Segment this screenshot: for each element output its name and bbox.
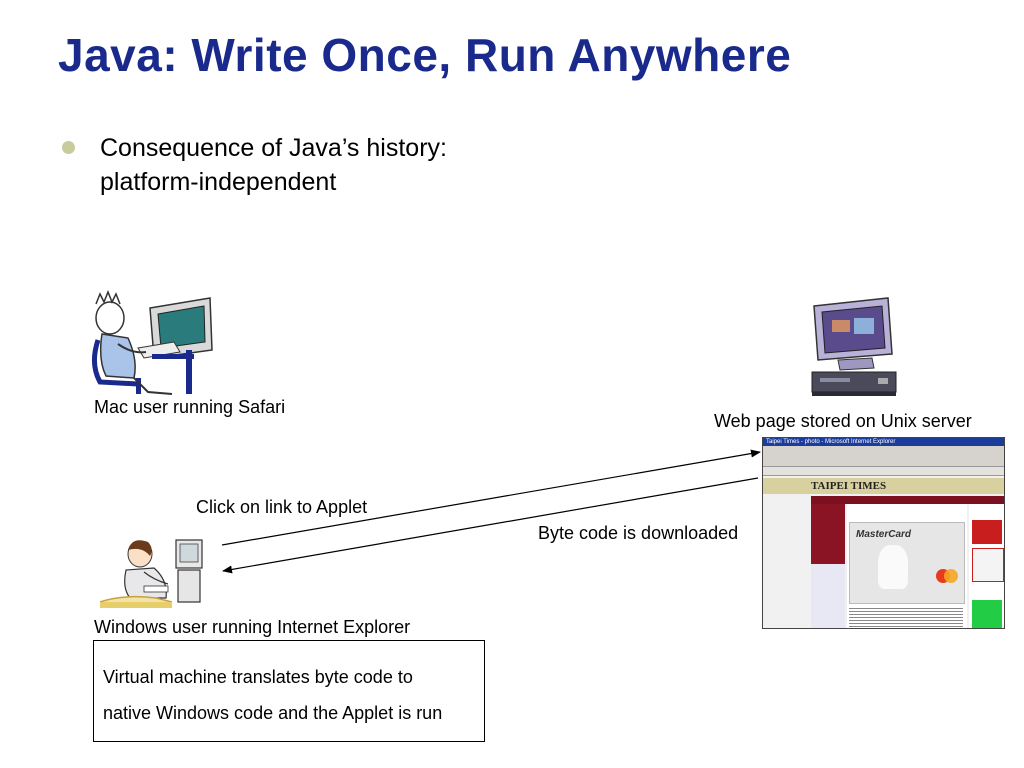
windows-user-icon	[99, 539, 203, 608]
vm-explanation-box: Virtual machine translates byte code to …	[93, 640, 485, 742]
site-sidebar-lower	[811, 564, 845, 628]
article-text	[849, 606, 963, 628]
mac-user-label: Mac user running Safari	[94, 397, 286, 417]
dog-photo	[878, 545, 908, 589]
slide-title: Java: Write Once, Run Anywhere	[58, 29, 792, 81]
bullet-text: Consequence of Java’s history: platform-…	[100, 134, 447, 196]
mastercard-photo: MasterCard	[849, 522, 965, 604]
browser-titlebar: Taipei Times - photo - Microsoft Interne…	[763, 438, 1004, 446]
site-logo: TAIPEI TIMES	[811, 480, 887, 492]
mastercard-logo	[936, 569, 958, 583]
unix-server-icon	[811, 297, 897, 396]
site-sidebar	[811, 504, 845, 564]
arrow-download	[222, 477, 759, 574]
windows-user-label: Windows user running Internet Explorer	[94, 617, 411, 637]
bullet-dot	[62, 141, 75, 154]
vm-line-1: Virtual machine translates byte code to	[103, 667, 413, 687]
site-content: MasterCard	[847, 504, 967, 628]
site-header: TAIPEI TIMES	[763, 478, 1004, 494]
byte-code-label: Byte code is downloaded	[538, 523, 739, 543]
browser-toolbar	[763, 446, 1004, 467]
webpage-screenshot: Taipei Times - photo - Microsoft Interne…	[762, 437, 1005, 629]
unix-server-label: Web page stored on Unix server	[714, 411, 972, 431]
site-nav-bar	[811, 496, 1004, 504]
site-ads	[969, 504, 1004, 628]
browser-address-bar	[763, 467, 1004, 476]
mastercard-text: MasterCard	[856, 529, 912, 540]
click-link-label: Click on link to Applet	[196, 497, 368, 517]
arrow-request	[221, 449, 761, 546]
mac-user-icon	[92, 290, 213, 395]
vm-line-2: native Windows code and the Applet is ru…	[103, 703, 443, 723]
